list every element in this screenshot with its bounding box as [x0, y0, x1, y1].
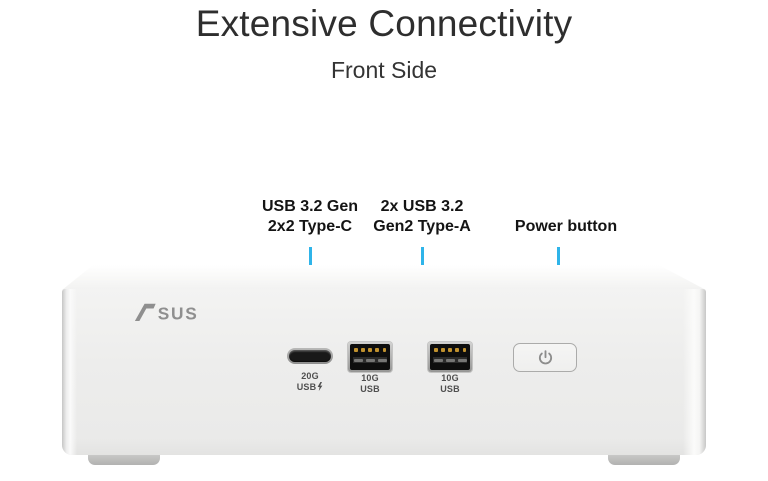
callout-label-usb-c-line1: USB 3.2 Gen [261, 198, 359, 215]
usb-a-port-2-tongue [433, 357, 467, 363]
page-title: Extensive Connectivity [195, 3, 573, 44]
chassis-right-bevel [683, 289, 706, 455]
asus-logo: SUS [133, 303, 215, 326]
asus-logo-text: SUS [158, 304, 199, 321]
usb-c-badge-bus: USB [282, 381, 338, 393]
lightning-icon [317, 381, 323, 391]
usb-a-port-2-badge: 10G USB [422, 373, 478, 394]
usb-a-port-2-pins [434, 348, 466, 352]
usb-a-port-1-tongue [353, 357, 387, 363]
callout-label-power-line1: Power button [514, 218, 618, 235]
power-icon [538, 350, 552, 365]
usb-a-port-2-slot [430, 344, 470, 370]
callout-label-usb-c-line2: 2x2 Type-C [267, 218, 353, 235]
usb-a-port-1-pins [354, 348, 386, 352]
callout-label-usb-a-line1: 2x USB 3.2 [380, 198, 464, 215]
usb-a-1-badge-speed: 10G [361, 373, 379, 383]
usb-a-2-badge-bus: USB [440, 383, 460, 394]
asus-logo-svg: SUS [134, 303, 199, 324]
asus-logo-a-glyph [134, 303, 156, 321]
usb-a-2-badge-speed: 10G [441, 373, 459, 383]
page-subtitle: Front Side [330, 57, 438, 83]
callout-label-usb-c: USB 3.2 Gen 2x2 Type-C [230, 197, 390, 237]
usb-a-port-1 [348, 342, 392, 372]
power-button [513, 343, 577, 372]
chassis-left-bevel [62, 289, 77, 455]
usb-a-port-1-slot [350, 344, 390, 370]
usb-a-port-2 [428, 342, 472, 372]
chassis-top-face [62, 265, 706, 290]
usb-c-badge-speed: 20G [301, 371, 319, 381]
usb-a-port-1-badge: 10G USB [342, 373, 398, 394]
callout-label-usb-a: 2x USB 3.2 Gen2 Type-A [342, 197, 502, 237]
callout-label-power: Power button [481, 217, 651, 237]
usb-c-port [287, 348, 333, 364]
callout-label-usb-a-line2: Gen2 Type-A [373, 218, 471, 235]
chassis-front-face [62, 289, 706, 455]
usb-c-port-badge: 20G USB [282, 371, 338, 392]
usb-c-port-slot [289, 350, 331, 362]
usb-a-1-badge-bus: USB [360, 383, 380, 394]
